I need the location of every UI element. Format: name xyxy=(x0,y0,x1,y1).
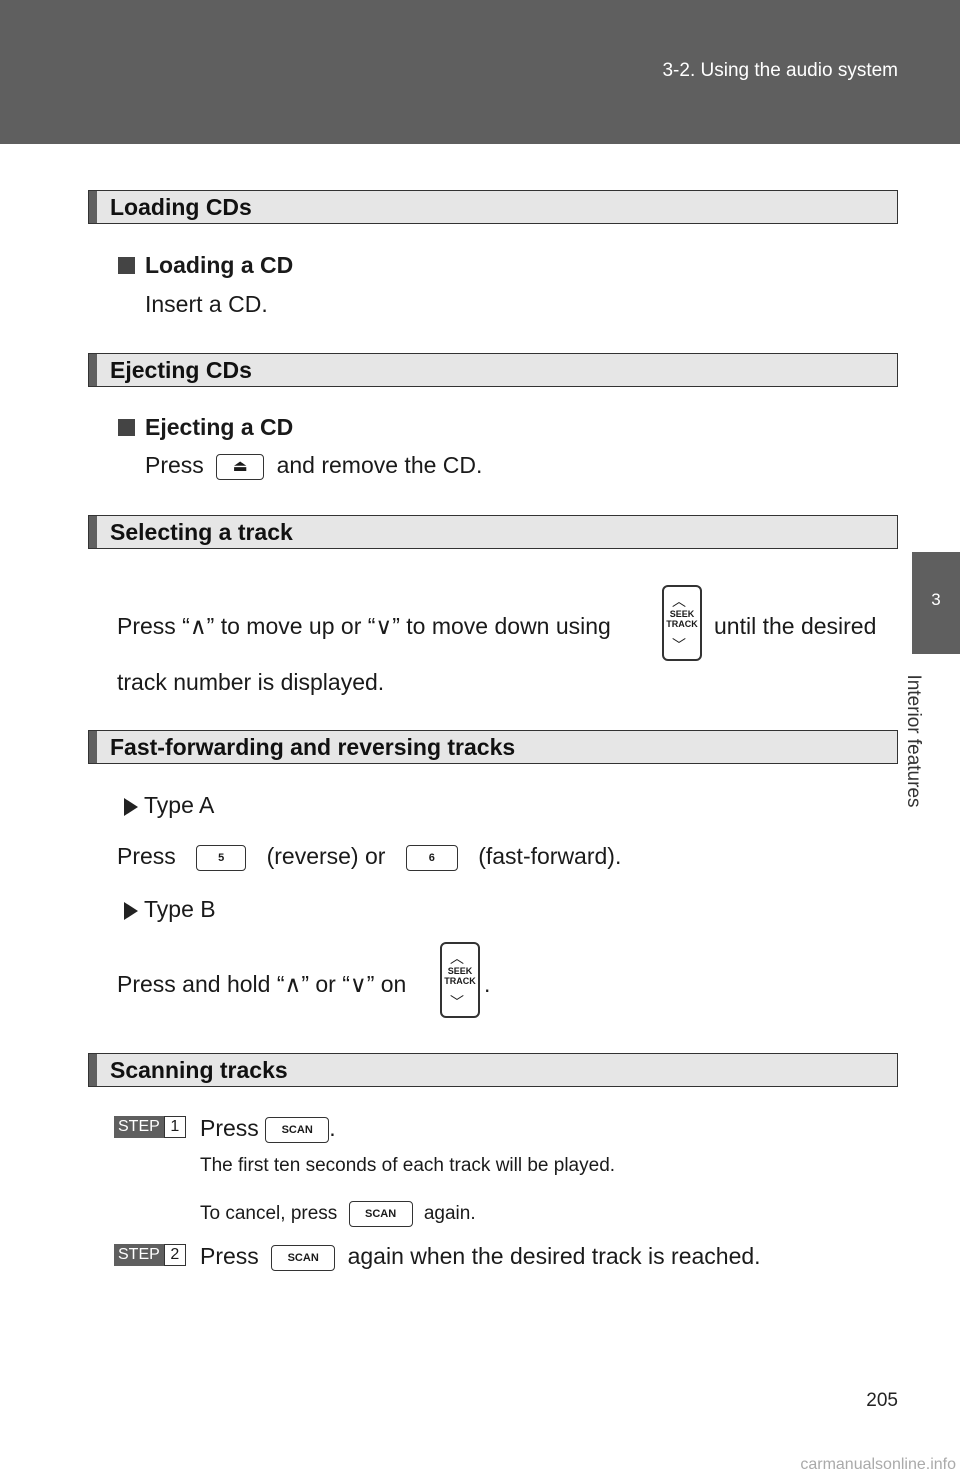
scan-button-icon: SCAN xyxy=(265,1116,330,1143)
section-heading-fast: Fast-forwarding and reversing tracks xyxy=(88,730,898,764)
eject-button-icon: ⏏ xyxy=(216,453,265,480)
watermark: carmanualsonline.info xyxy=(800,1456,956,1473)
selecting-line2: track number is displayed. xyxy=(117,669,385,695)
scan-button-icon: SCAN xyxy=(271,1244,336,1271)
type-b-label: Type B xyxy=(124,896,216,923)
section-heading-selecting: Selecting a track xyxy=(88,515,898,549)
section-title: Loading CDs xyxy=(110,194,252,220)
preset-5-button-icon: 5 xyxy=(196,844,247,871)
chapter-number: 3 xyxy=(931,590,941,609)
breadcrumb: 3-2. Using the audio system xyxy=(662,60,898,81)
section-heading-scanning: Scanning tracks xyxy=(88,1053,898,1087)
page-header: 3-2. Using the audio system xyxy=(0,0,960,144)
bullet-square-icon xyxy=(118,419,135,436)
hold-text-b: . xyxy=(484,971,491,997)
preset-6-button-icon: 6 xyxy=(405,844,458,871)
section-title: Fast-forwarding and reversing tracks xyxy=(110,734,516,760)
type-a-label: Type A xyxy=(124,792,214,819)
triangle-bullet-icon xyxy=(124,797,138,816)
hold-text-a: Press and hold “∧” or “∨” on xyxy=(117,971,407,997)
scan-note: The first ten seconds of each track will… xyxy=(200,1155,616,1176)
triangle-bullet-icon xyxy=(124,901,138,920)
step2-text: Press SCAN again when the desired track … xyxy=(200,1243,761,1271)
chevron-down-icon: ﹀ xyxy=(672,637,686,653)
section-heading-ejecting: Ejecting CDs xyxy=(88,353,898,387)
page-number: 205 xyxy=(866,1390,898,1411)
selecting-line1b: until the desired xyxy=(714,613,877,639)
after-text: and remove the CD. xyxy=(276,452,483,478)
cancel-text: To cancel, press SCAN again. xyxy=(200,1201,476,1227)
chevron-up-icon: ︿ xyxy=(450,950,464,966)
section-heading-loading: Loading CDs xyxy=(88,190,898,224)
section-title: Scanning tracks xyxy=(110,1057,288,1083)
subheading-ejecting: Ejecting a CD xyxy=(145,414,294,440)
bullet-square-icon xyxy=(118,257,135,274)
step1-text: Press SCAN. xyxy=(200,1115,336,1143)
ejecting-text: Press ⏏ and remove the CD. xyxy=(145,452,482,480)
scan-button-icon: SCAN xyxy=(348,1201,413,1227)
chapter-title: Interior features xyxy=(903,674,924,808)
loading-text: Insert a CD. xyxy=(145,291,268,317)
section-title: Selecting a track xyxy=(110,519,293,545)
press-text: Press xyxy=(145,452,204,478)
section-title: Ejecting CDs xyxy=(110,357,252,383)
chapter-tab: 3 xyxy=(912,552,960,654)
chevron-down-icon: ﹀ xyxy=(450,994,464,1010)
fast-press-line: Press 5 (reverse) or 6 (fast-forward). xyxy=(117,843,622,871)
subheading-loading: Loading a CD xyxy=(145,252,294,278)
selecting-line1a: Press “∧” to move up or “∨” to move down… xyxy=(117,613,611,639)
chevron-up-icon: ︿ xyxy=(672,593,686,609)
